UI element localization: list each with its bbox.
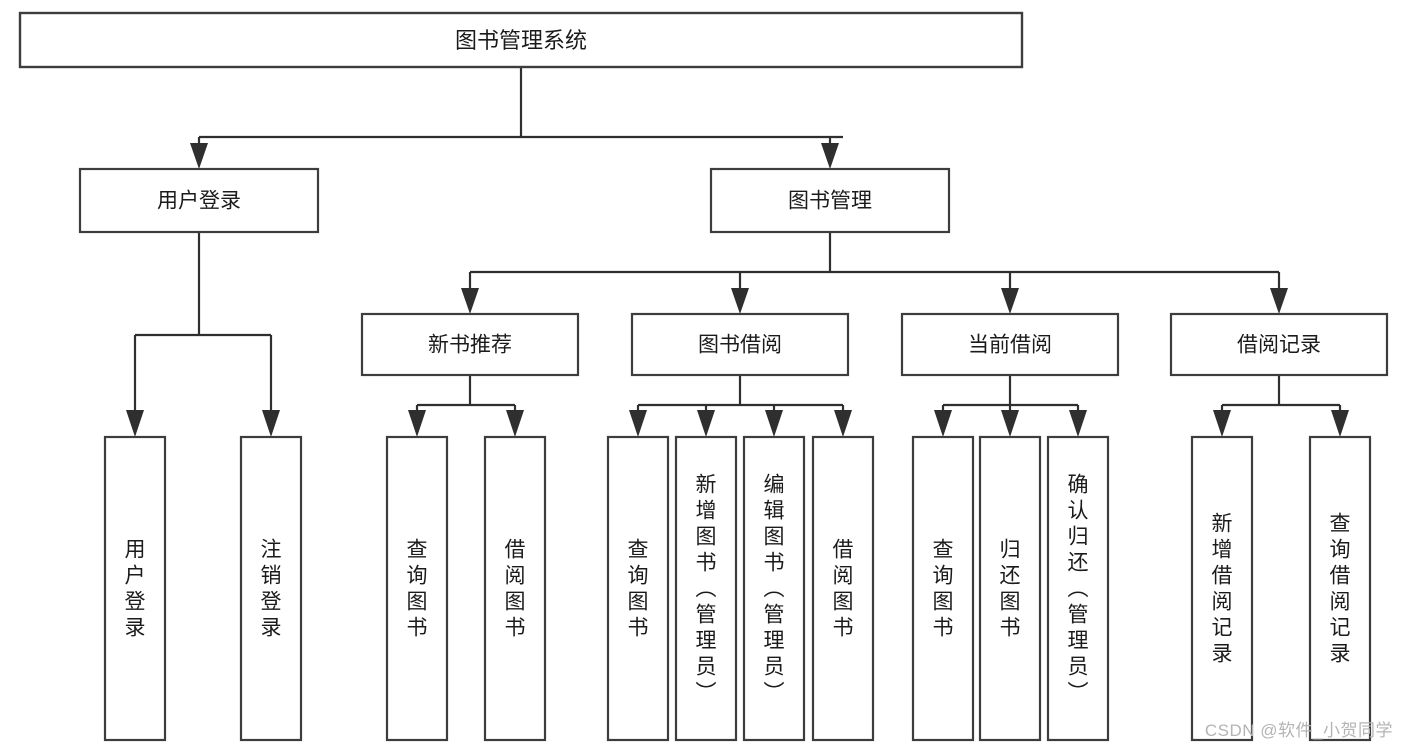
arrow-head-leaf-currentborrow-2 — [1069, 410, 1087, 437]
leaf-node[interactable]: 归还图书 — [978, 435, 1042, 742]
leaf-borrowrecord-add-box[interactable] — [1190, 435, 1254, 742]
arrow-head-leaf-newbook-1 — [506, 410, 524, 437]
node-book-management-label: 图书管理 — [788, 190, 872, 213]
node-book-management-box[interactable] — [709, 167, 951, 234]
leaf-node[interactable]: 用户登录 — [103, 435, 167, 742]
node-user-login-label: 用户登录 — [157, 190, 241, 213]
arrow-head-leaf-currentborrow-1 — [1001, 410, 1019, 437]
leaf-currentborrow-query-label: 查询图书 — [933, 538, 954, 639]
node-book-borrow[interactable]: 图书借阅 — [630, 312, 850, 377]
leaf-borrowrecord-query-label: 查询借阅记录 — [1330, 512, 1351, 665]
arrow-head-book-mgmt — [821, 143, 839, 169]
node-root[interactable]: 图书管理系统 — [18, 11, 1024, 69]
leaf-user-login-label: 用户登录 — [125, 538, 146, 639]
leaf-currentborrow-confirm-box[interactable] — [1046, 435, 1110, 742]
arrow-head-leaf-user-login — [126, 410, 144, 437]
leaf-bookborrow-edit-box[interactable] — [742, 435, 806, 742]
leaf-newbook-query-box[interactable] — [385, 435, 449, 742]
arrow-head-leaf-newbook-0 — [408, 410, 426, 437]
node-book-management[interactable]: 图书管理 — [709, 167, 951, 234]
node-current-borrow-label: 当前借阅 — [968, 334, 1052, 357]
node-new-book-recommend-box[interactable] — [360, 312, 580, 377]
node-book-borrow-label: 图书借阅 — [698, 334, 782, 357]
leaf-node[interactable]: 借阅图书 — [483, 435, 547, 742]
node-borrow-record[interactable]: 借阅记录 — [1169, 312, 1389, 377]
arrow-head-borrow-record — [1270, 288, 1288, 314]
arrow-head-leaf-borrowrecord-1 — [1331, 410, 1349, 437]
leaf-newbook-query-label: 查询图书 — [407, 538, 428, 639]
leaf-bookborrow-query-label: 查询图书 — [628, 538, 649, 639]
node-root-label: 图书管理系统 — [455, 28, 587, 53]
node-current-borrow[interactable]: 当前借阅 — [900, 312, 1120, 377]
leaf-node[interactable]: 查询图书 — [385, 435, 449, 742]
arrow-head-leaf-borrowrecord-0 — [1213, 410, 1231, 437]
arrow-head-leaf-logout — [262, 410, 280, 437]
arrow-head-leaf-bookborrow-3 — [834, 410, 852, 437]
leaf-borrowrecord-add-label: 新增借阅记录 — [1212, 512, 1233, 665]
node-current-borrow-box[interactable] — [900, 312, 1120, 377]
leaf-bookborrow-add-box[interactable] — [674, 435, 738, 742]
leaf-currentborrow-query-box[interactable] — [911, 435, 975, 742]
leaf-bookborrow-edit-label: 编辑图书︵管理员︶ — [764, 473, 785, 704]
leaf-currentborrow-return-label: 归还图书 — [1000, 538, 1021, 639]
node-root-box[interactable] — [18, 11, 1024, 69]
leaf-currentborrow-confirm-label: 确认归还︵管理员︶ — [1068, 473, 1089, 704]
leaf-bookborrow-borrow-box[interactable] — [811, 435, 875, 742]
node-borrow-record-box[interactable] — [1169, 312, 1389, 377]
leaf-currentborrow-return-box[interactable] — [978, 435, 1042, 742]
arrow-head-leaf-bookborrow-0 — [629, 410, 647, 437]
leaf-newbook-borrow-box[interactable] — [483, 435, 547, 742]
leaf-node[interactable]: 查询图书 — [606, 435, 670, 742]
leaf-node[interactable]: 确认归还︵管理员︶ — [1046, 435, 1110, 742]
arrow-head-user-login — [190, 143, 208, 169]
leaf-newbook-borrow-label: 借阅图书 — [505, 538, 526, 639]
node-user-login-box[interactable] — [78, 167, 320, 234]
leaf-logout-box[interactable] — [239, 435, 303, 742]
arrow-head-leaf-bookborrow-2 — [765, 410, 783, 437]
node-new-book-recommend-label: 新书推荐 — [428, 334, 512, 357]
leaf-borrowrecord-query-box[interactable] — [1308, 435, 1372, 742]
node-new-book-recommend[interactable]: 新书推荐 — [360, 312, 580, 377]
arrow-head-new-book — [461, 288, 479, 314]
arrow-head-current-borrow — [1001, 288, 1019, 314]
leaf-bookborrow-add-label: 新增图书︵管理员︶ — [696, 473, 717, 704]
node-user-login[interactable]: 用户登录 — [78, 167, 320, 234]
leaf-bookborrow-borrow-label: 借阅图书 — [833, 538, 854, 639]
leaf-bookborrow-query-box[interactable] — [606, 435, 670, 742]
arrow-head-leaf-bookborrow-1 — [697, 410, 715, 437]
leaf-node[interactable]: 新增图书︵管理员︶ — [674, 435, 738, 742]
leaf-node[interactable]: 查询借阅记录 — [1308, 435, 1372, 742]
leaf-node[interactable]: 借阅图书 — [811, 435, 875, 742]
node-book-borrow-box[interactable] — [630, 312, 850, 377]
arrow-head-leaf-currentborrow-0 — [934, 410, 952, 437]
arrow-head-book-borrow — [731, 288, 749, 314]
leaf-logout-label: 注销登录 — [261, 538, 282, 639]
leaf-user-login-box[interactable] — [103, 435, 167, 742]
connectors-layer — [126, 67, 1349, 437]
node-borrow-record-label: 借阅记录 — [1237, 334, 1321, 357]
leaf-node[interactable]: 新增借阅记录 — [1190, 435, 1254, 742]
leaf-node[interactable]: 查询图书 — [911, 435, 975, 742]
leaf-node[interactable]: 注销登录 — [239, 435, 303, 742]
leaf-node[interactable]: 编辑图书︵管理员︶ — [742, 435, 806, 742]
csdn-watermark: CSDN @软件_小贺同学 — [1204, 721, 1393, 740]
